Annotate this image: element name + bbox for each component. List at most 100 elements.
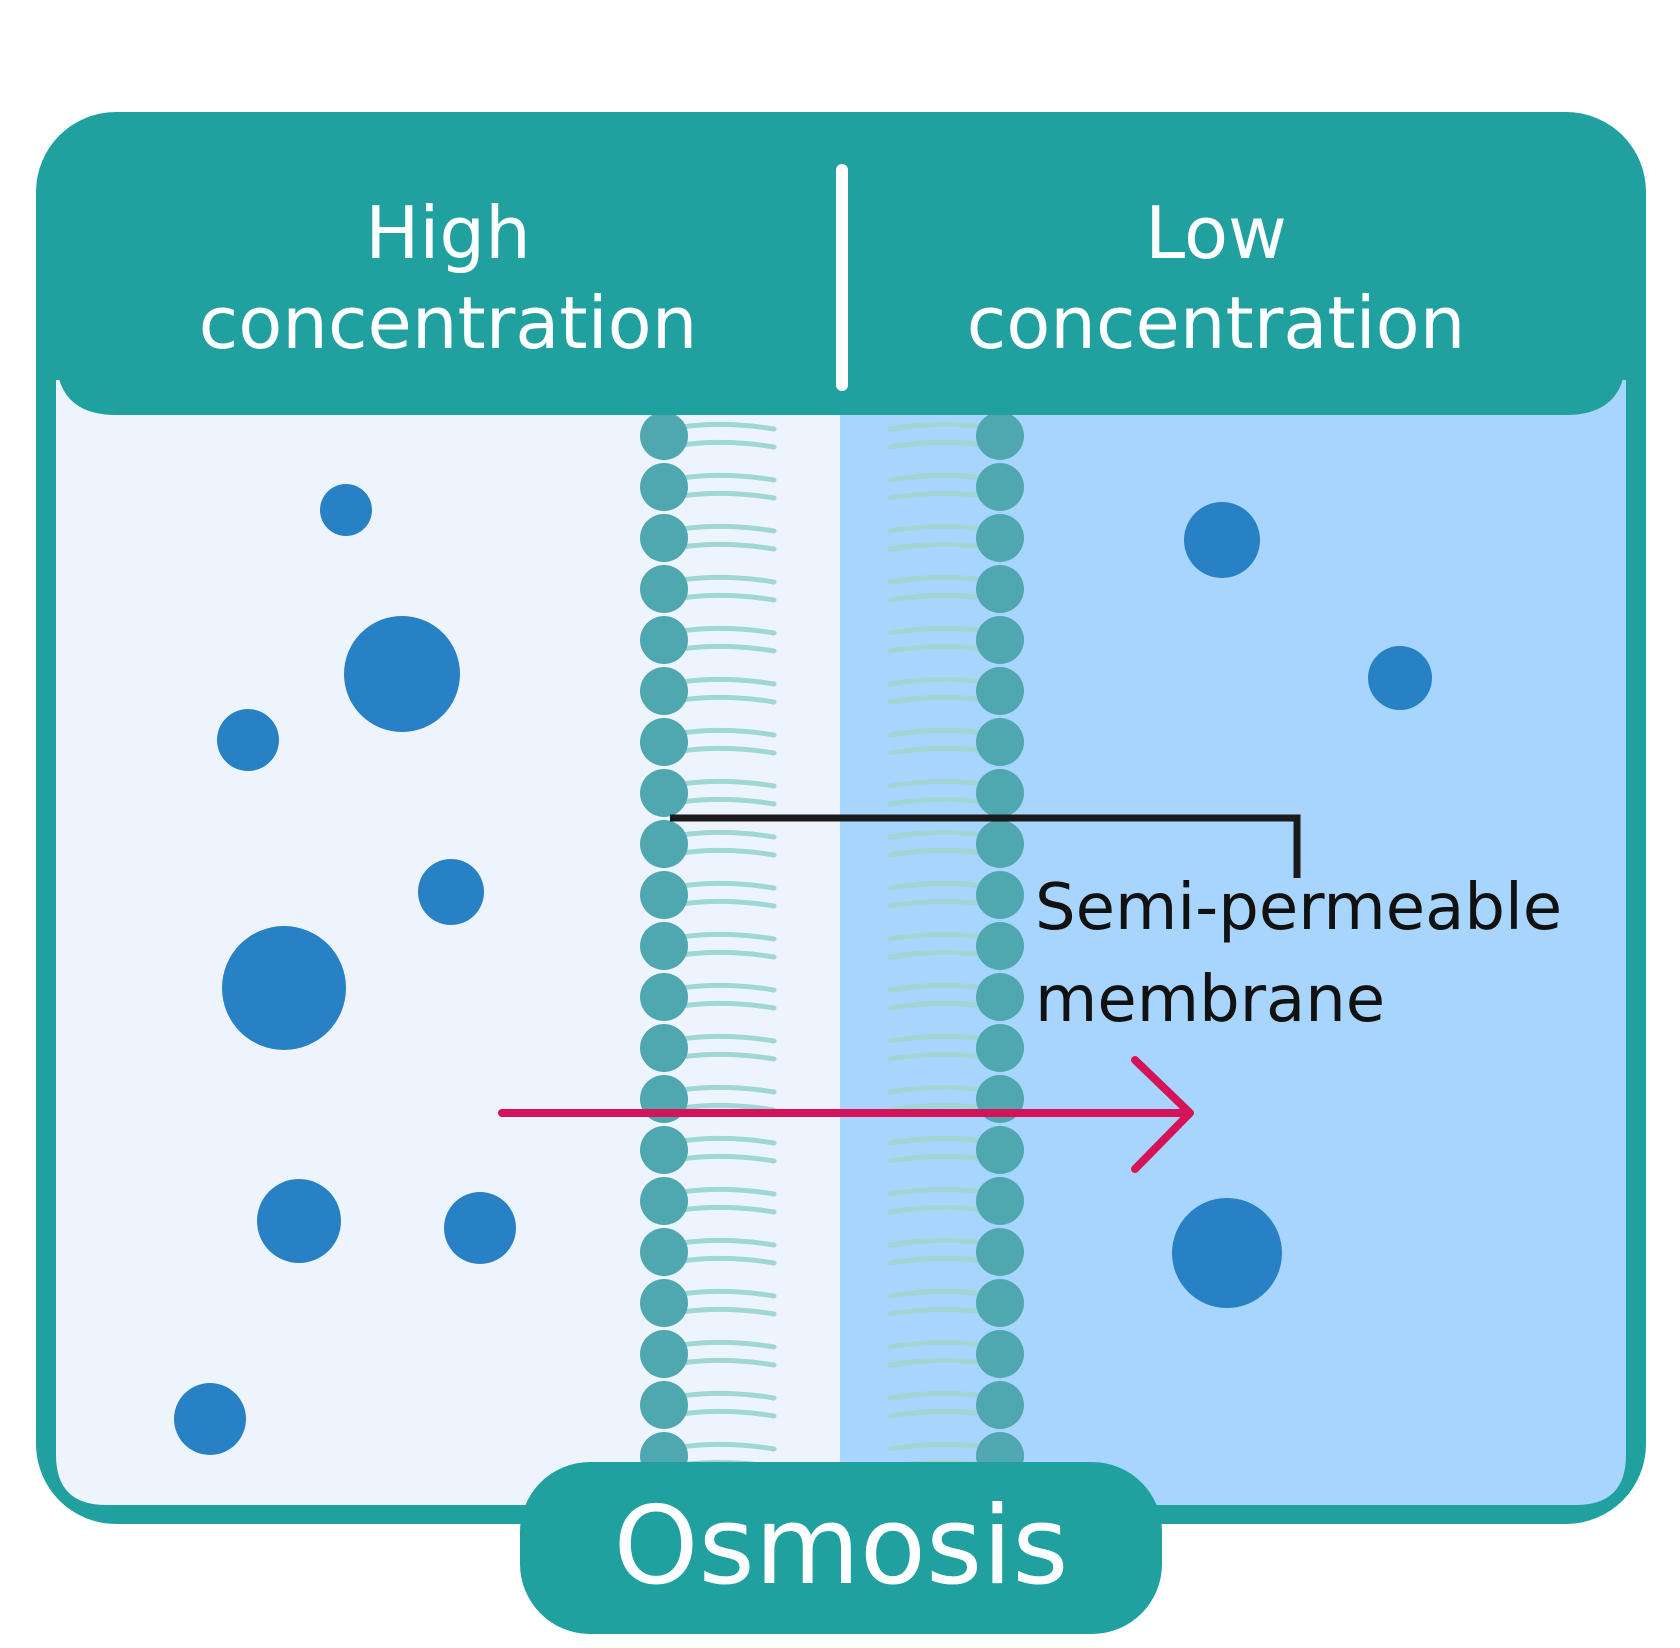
lipid-tail	[679, 694, 777, 705]
lipid-head	[976, 820, 1024, 868]
lipid-tail	[679, 1255, 777, 1266]
right-solute-group	[1172, 502, 1432, 1308]
high-concentration-label-line2: concentration	[199, 281, 698, 365]
lipid-head	[640, 565, 688, 613]
lipid-tail	[679, 1339, 777, 1350]
lipid-tail	[887, 694, 985, 705]
lipid-tail	[887, 472, 985, 483]
lipid-head	[976, 922, 1024, 970]
lipid-tail	[679, 829, 777, 840]
lipid-tail	[679, 1441, 777, 1452]
lipid-tail	[679, 898, 777, 909]
lipid-head	[640, 1279, 688, 1327]
lipid-head	[640, 871, 688, 919]
lipid-tail	[887, 1441, 985, 1452]
lipid-tail	[679, 1000, 777, 1011]
lipid-head	[640, 769, 688, 817]
lipid-head	[640, 1330, 688, 1378]
lipid-tail	[679, 847, 777, 858]
lipid-head	[640, 1126, 688, 1174]
osmosis-arrow	[498, 1056, 1194, 1173]
lipid-tail	[887, 625, 985, 636]
membrane-callout-line	[670, 814, 1301, 878]
lipid-tail	[887, 778, 985, 789]
lipid-tail	[887, 1408, 985, 1419]
lipid-tail	[887, 574, 985, 585]
lipid-tail	[679, 1186, 777, 1197]
lipid-tail	[679, 949, 777, 960]
lipid-head	[976, 463, 1024, 511]
lipid-tail	[887, 1135, 985, 1146]
low-concentration-label-line1: Low	[1145, 191, 1287, 275]
solute-particle	[257, 1179, 341, 1263]
lipid-tail	[679, 592, 777, 603]
right-fluid-panel	[840, 380, 1626, 1505]
lipid-head	[976, 667, 1024, 715]
solute-particle	[320, 484, 372, 536]
lipid-tail	[887, 1051, 985, 1062]
lipid-tail	[887, 949, 985, 960]
lipid-tail	[679, 1153, 777, 1164]
lipid-head	[976, 1024, 1024, 1072]
lipid-tail	[887, 421, 985, 432]
lipid-tail	[887, 931, 985, 942]
lipid-head	[976, 1228, 1024, 1276]
lipid-head	[976, 1381, 1024, 1429]
lipid-tail	[679, 1237, 777, 1248]
lipid-tail	[679, 421, 777, 432]
lipid-tail	[679, 1357, 777, 1368]
lipid-tail	[887, 1153, 985, 1164]
lipid-tail	[679, 574, 777, 585]
lipid-tail	[679, 439, 777, 450]
lipid-tail	[679, 1102, 777, 1113]
lipid-tail	[679, 625, 777, 636]
lipid-head	[976, 1279, 1024, 1327]
lipid-tail	[887, 727, 985, 738]
lipid-tail	[679, 490, 777, 501]
lipid-tail	[887, 592, 985, 603]
lipid-tail	[679, 1135, 777, 1146]
lipid-tail	[679, 676, 777, 687]
lipid-tail	[679, 745, 777, 756]
lipid-tail	[679, 523, 777, 534]
lipid-tail	[887, 1288, 985, 1299]
solute-particle	[444, 1192, 516, 1264]
lipid-head	[640, 463, 688, 511]
lipid-head	[976, 1177, 1024, 1225]
lipid-tail	[679, 1390, 777, 1401]
high-concentration-label-line1: High	[365, 191, 530, 275]
lipid-tail	[887, 1306, 985, 1317]
lipid-tail	[679, 931, 777, 942]
solute-particle	[1184, 502, 1260, 578]
lipid-tail	[887, 1204, 985, 1215]
lipid-head	[976, 1126, 1024, 1174]
lipid-head	[640, 1381, 688, 1429]
lipid-tail	[887, 1186, 985, 1197]
lipid-tail	[887, 1237, 985, 1248]
lipid-tail	[887, 1339, 985, 1350]
lipid-tail	[887, 898, 985, 909]
lipid-tail	[887, 745, 985, 756]
membrane-label-line1: Semi-permeable	[1035, 871, 1562, 945]
lipid-head	[976, 514, 1024, 562]
lipid-head	[640, 667, 688, 715]
lipid-head	[640, 922, 688, 970]
solute-particle	[418, 859, 484, 925]
semi-permeable-membrane	[640, 412, 1024, 1480]
lipid-tail	[679, 541, 777, 552]
arrow-head	[1131, 1056, 1194, 1173]
lipid-head	[976, 412, 1024, 460]
lipid-tail	[679, 1204, 777, 1215]
lipid-head	[640, 1177, 688, 1225]
lipid-tail	[679, 982, 777, 993]
left-fluid-panel	[56, 380, 840, 1505]
lipid-tail	[887, 982, 985, 993]
lipid-tail	[679, 727, 777, 738]
lipid-tail	[887, 439, 985, 450]
lipid-tail	[887, 676, 985, 687]
lipid-head	[640, 412, 688, 460]
lipid-head	[976, 616, 1024, 664]
lipid-head	[640, 1024, 688, 1072]
lipid-head	[640, 1228, 688, 1276]
